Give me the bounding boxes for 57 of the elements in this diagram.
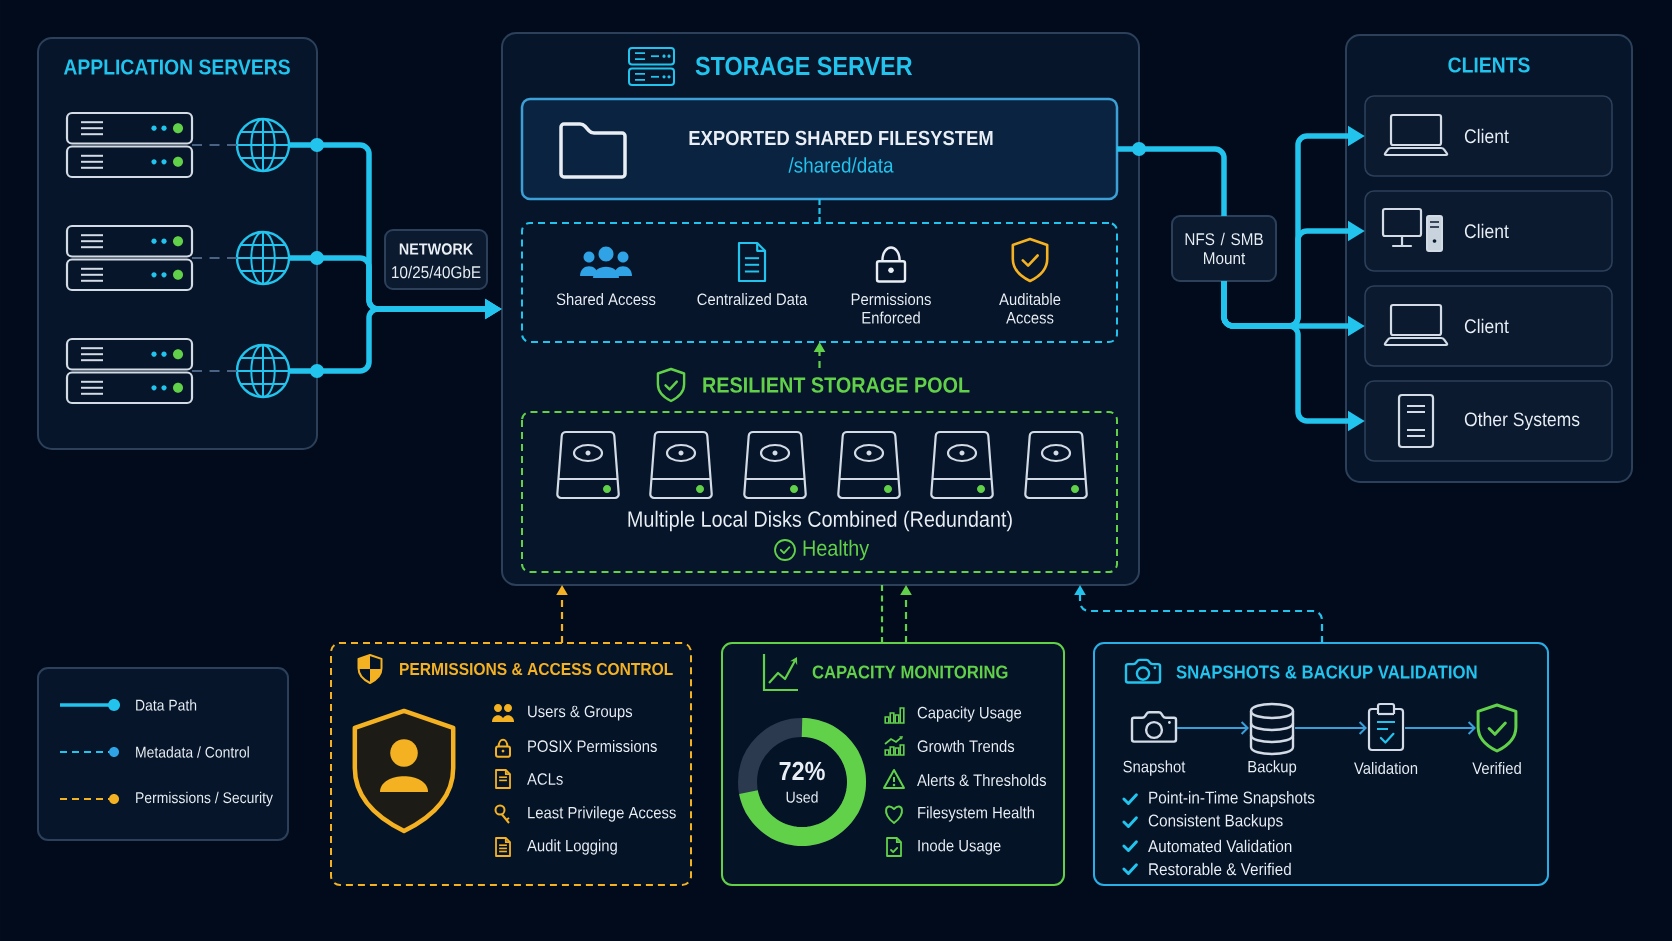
checklist-item: Automated Validation bbox=[1148, 839, 1292, 853]
arrow bbox=[1176, 721, 1249, 735]
arrow bbox=[1404, 721, 1476, 735]
list-item: Users & Groups bbox=[528, 705, 633, 721]
arrow bbox=[1294, 721, 1367, 735]
list-item: Capacity Usage bbox=[917, 706, 1022, 722]
pool-label: Multiple Local Disks Combined (Redundant) bbox=[628, 510, 1012, 532]
dashed-line bbox=[880, 585, 884, 643]
label-box: NFS / SMB Mount bbox=[1171, 215, 1277, 282]
panel-title: PERMISSIONS & ACCESS CONTROL bbox=[400, 662, 673, 676]
legend-label: Data Path bbox=[136, 699, 197, 711]
donut-label: Used bbox=[786, 791, 818, 803]
checklist-item: Consistent Backups bbox=[1148, 814, 1283, 830]
server-icon bbox=[65, 337, 194, 405]
step-label: Verified bbox=[1472, 761, 1521, 775]
step-label: Validation bbox=[1354, 761, 1418, 775]
panel-title: CAPACITY MONITORING bbox=[812, 665, 1008, 679]
list-item: ACLs bbox=[527, 773, 563, 785]
label-box: NETWORK 10/25/40GbE bbox=[384, 229, 488, 290]
pool-title: RESILIENT STORAGE POOL bbox=[703, 377, 970, 393]
list-item: Alerts & Thresholds bbox=[917, 773, 1046, 787]
feature-label: Shared Access bbox=[556, 293, 656, 306]
list-item: Filesystem Health bbox=[918, 806, 1035, 822]
server-icon bbox=[65, 111, 194, 179]
dashed-line bbox=[192, 143, 237, 147]
list-item: Inode Usage bbox=[918, 839, 1001, 855]
client-box: Other Systems bbox=[1364, 380, 1613, 462]
client-box: Client bbox=[1364, 285, 1613, 367]
donut-value: 72% bbox=[779, 761, 825, 781]
checklist-item: Restorable & Verified bbox=[1149, 862, 1291, 876]
list-item: Audit Logging bbox=[527, 839, 617, 855]
list-item: Least Privilege Access bbox=[528, 806, 676, 822]
feature-label: Permissions Enforced bbox=[851, 293, 931, 324]
step-label: Backup bbox=[1248, 760, 1297, 776]
legend-label: Metadata / Control bbox=[136, 746, 249, 758]
panel-title: CLIENTS bbox=[1448, 57, 1530, 73]
checklist-item: Point-in-Time Snapshots bbox=[1149, 791, 1315, 807]
client-box: Client bbox=[1364, 95, 1613, 177]
status-label: Healthy bbox=[803, 539, 870, 561]
panel-title: SNAPSHOTS & BACKUP VALIDATION bbox=[1176, 665, 1477, 679]
list-item: Growth Trends bbox=[917, 739, 1015, 753]
client-box: Client bbox=[1364, 190, 1613, 272]
feature-label: Auditable Access bbox=[999, 293, 1061, 324]
dashed-line bbox=[818, 199, 821, 223]
panel-title: APPLICATION SERVERS bbox=[63, 59, 290, 75]
step-label: Snapshot bbox=[1123, 760, 1186, 776]
dashed-line bbox=[192, 256, 237, 260]
dashed-line bbox=[192, 369, 237, 373]
panel-title: STORAGE SERVER bbox=[695, 56, 913, 76]
list-item: POSIX Permissions bbox=[528, 739, 657, 753]
globe-icon bbox=[235, 343, 291, 399]
filesystem-box: EXPORTED SHARED FILESYSTEM /shared/data bbox=[520, 97, 1119, 201]
globe-icon bbox=[235, 117, 291, 173]
globe-icon bbox=[235, 230, 291, 286]
legend-label: Permissions / Security bbox=[136, 791, 273, 807]
server-icon bbox=[65, 224, 194, 292]
feature-label: Centralized Data bbox=[697, 293, 808, 306]
